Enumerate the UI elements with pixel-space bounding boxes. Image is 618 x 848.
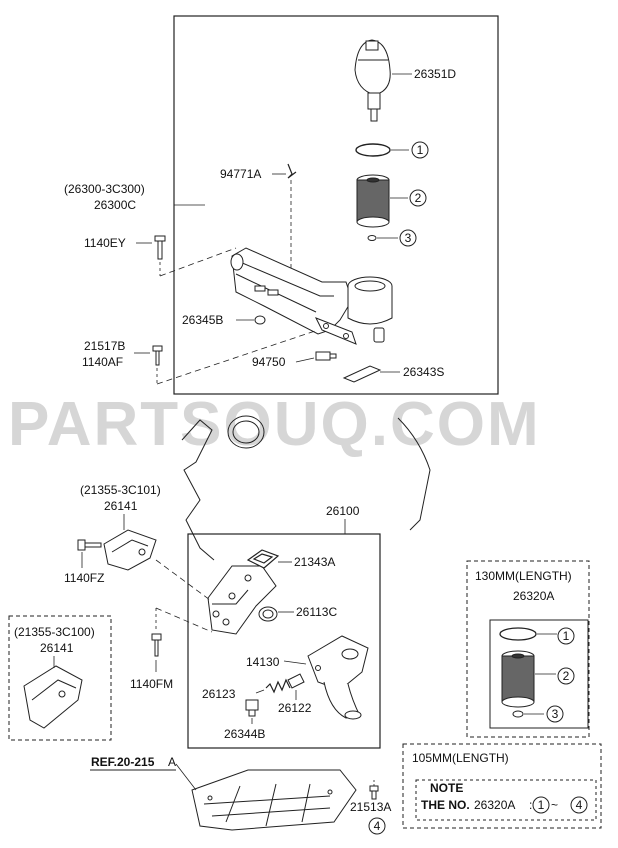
drain-plug-part[interactable] bbox=[245, 699, 259, 717]
label-26141-lower[interactable]: 26141 bbox=[40, 641, 74, 655]
kit-105mm-length: 105MM(LENGTH) bbox=[412, 751, 509, 765]
label-1140FZ[interactable]: 1140FZ bbox=[64, 571, 104, 585]
outlet-bracket-part[interactable] bbox=[307, 635, 369, 720]
oil-pressure-switch-part[interactable] bbox=[315, 351, 337, 361]
kit-circle-1 bbox=[557, 627, 575, 645]
kit-number-1: 1 bbox=[563, 629, 570, 643]
callout-number-4: 4 bbox=[374, 819, 381, 833]
leader-line bbox=[159, 247, 237, 277]
label-1140FM[interactable]: 1140FM bbox=[130, 677, 173, 691]
small-seal-part[interactable] bbox=[367, 235, 377, 241]
note-to-number: 4 bbox=[576, 798, 583, 812]
kit-circle-3 bbox=[546, 705, 564, 723]
note-circle-from bbox=[532, 796, 550, 814]
lower-module-frame bbox=[187, 533, 381, 749]
oil-module-part[interactable] bbox=[207, 565, 277, 635]
leader-line bbox=[156, 329, 319, 385]
label-21343A[interactable]: 21343A bbox=[294, 555, 335, 569]
note-tilde: ~ bbox=[551, 798, 558, 812]
label-1140AF[interactable]: 1140AF bbox=[82, 355, 123, 369]
module-gasket-part[interactable] bbox=[246, 549, 280, 569]
label-14130[interactable]: 14130 bbox=[246, 655, 280, 669]
leader-line bbox=[155, 559, 211, 601]
label-26122[interactable]: 26122 bbox=[278, 701, 312, 715]
kit-130mm-inner-frame bbox=[489, 619, 589, 729]
callout-circle-2 bbox=[409, 189, 427, 207]
kit-o-ring-part[interactable] bbox=[499, 627, 537, 641]
kit-130mm-part[interactable]: 26320A bbox=[513, 589, 554, 603]
timing-cover-alt-part[interactable] bbox=[23, 665, 83, 729]
alt-cover-frame bbox=[8, 615, 112, 741]
label-94750[interactable]: 94750 bbox=[252, 355, 286, 369]
label-26100[interactable]: 26100 bbox=[326, 504, 360, 518]
note-from-number: 1 bbox=[538, 798, 545, 812]
leader-line bbox=[283, 660, 307, 665]
relief-spring-part[interactable] bbox=[265, 678, 291, 694]
label-21513A[interactable]: 21513A bbox=[350, 800, 391, 814]
oil-pan-part[interactable] bbox=[191, 769, 357, 831]
watermark: PARTSOUQ.COM bbox=[8, 390, 541, 459]
label-ref-20-215[interactable]: REF.20-215 bbox=[91, 755, 155, 769]
clip-part[interactable] bbox=[287, 163, 297, 179]
bolt-part[interactable] bbox=[154, 235, 166, 260]
kit-circle-2 bbox=[557, 667, 575, 685]
label-21355-3C100[interactable]: (21355-3C100) bbox=[14, 625, 95, 639]
kit-130mm-length: 130MM(LENGTH) bbox=[475, 569, 572, 583]
drain-bolt-part[interactable] bbox=[369, 785, 379, 800]
leader-line bbox=[255, 689, 265, 694]
filter-cap-part[interactable] bbox=[354, 39, 391, 122]
label-ref-suffix: A bbox=[168, 755, 176, 769]
label-26113C[interactable]: 26113C bbox=[296, 605, 337, 619]
kit-130mm-frame bbox=[466, 560, 590, 738]
cover-bolt-part[interactable] bbox=[77, 539, 102, 551]
stud-bolt-part[interactable] bbox=[152, 345, 163, 366]
callout-number-3: 3 bbox=[405, 231, 412, 245]
kit-number-3: 3 bbox=[552, 707, 559, 721]
note-frame bbox=[415, 779, 597, 821]
filter-housing-part[interactable] bbox=[230, 247, 393, 345]
module-cap-part[interactable] bbox=[258, 606, 278, 622]
label-26343S[interactable]: 26343S bbox=[403, 365, 444, 379]
callout-circle-3 bbox=[399, 229, 417, 247]
relief-plunger-part[interactable] bbox=[287, 673, 305, 689]
filter-element-part[interactable] bbox=[356, 174, 390, 228]
label-26123[interactable]: 26123 bbox=[202, 687, 236, 701]
o-ring-part[interactable] bbox=[355, 143, 391, 157]
gasket-part[interactable] bbox=[342, 365, 382, 383]
label-1140EY[interactable]: 1140EY bbox=[84, 236, 126, 250]
note-circle-to bbox=[570, 796, 588, 814]
timing-cover-part[interactable] bbox=[103, 529, 157, 571]
engine-block-outline bbox=[181, 415, 431, 561]
plug-part[interactable] bbox=[254, 315, 266, 325]
kit-seal-part[interactable] bbox=[512, 710, 524, 718]
label-26300-3C300[interactable]: (26300-3C300) bbox=[64, 182, 145, 196]
label-21355-3C101[interactable]: (21355-3C101) bbox=[80, 483, 161, 497]
note-heading: NOTE bbox=[430, 781, 463, 795]
label-26344B[interactable]: 26344B bbox=[224, 727, 265, 741]
callout-circle-1 bbox=[411, 141, 429, 159]
note-part[interactable]: 26320A bbox=[474, 798, 515, 812]
leader-line bbox=[295, 357, 315, 363]
label-94771A[interactable]: 94771A bbox=[220, 167, 261, 181]
label-26141-upper[interactable]: 26141 bbox=[104, 499, 138, 513]
leader-line bbox=[155, 607, 213, 633]
note-the-no: THE NO. bbox=[421, 798, 470, 812]
callout-number-1: 1 bbox=[417, 143, 424, 157]
callout-number-2: 2 bbox=[415, 191, 422, 205]
label-21517B[interactable]: 21517B bbox=[84, 339, 125, 353]
note-colon: : bbox=[529, 798, 532, 812]
label-26351D[interactable]: 26351D bbox=[414, 67, 456, 81]
label-26345B[interactable]: 26345B bbox=[182, 313, 223, 327]
kit-filter-element-part[interactable] bbox=[501, 650, 535, 708]
kit-number-2: 2 bbox=[563, 669, 570, 683]
leader-line bbox=[175, 763, 197, 791]
kit-105mm-frame bbox=[402, 743, 602, 829]
callout-circle-4 bbox=[368, 817, 386, 835]
label-26300C[interactable]: 26300C bbox=[94, 198, 136, 212]
module-bolt-part[interactable] bbox=[151, 633, 162, 657]
